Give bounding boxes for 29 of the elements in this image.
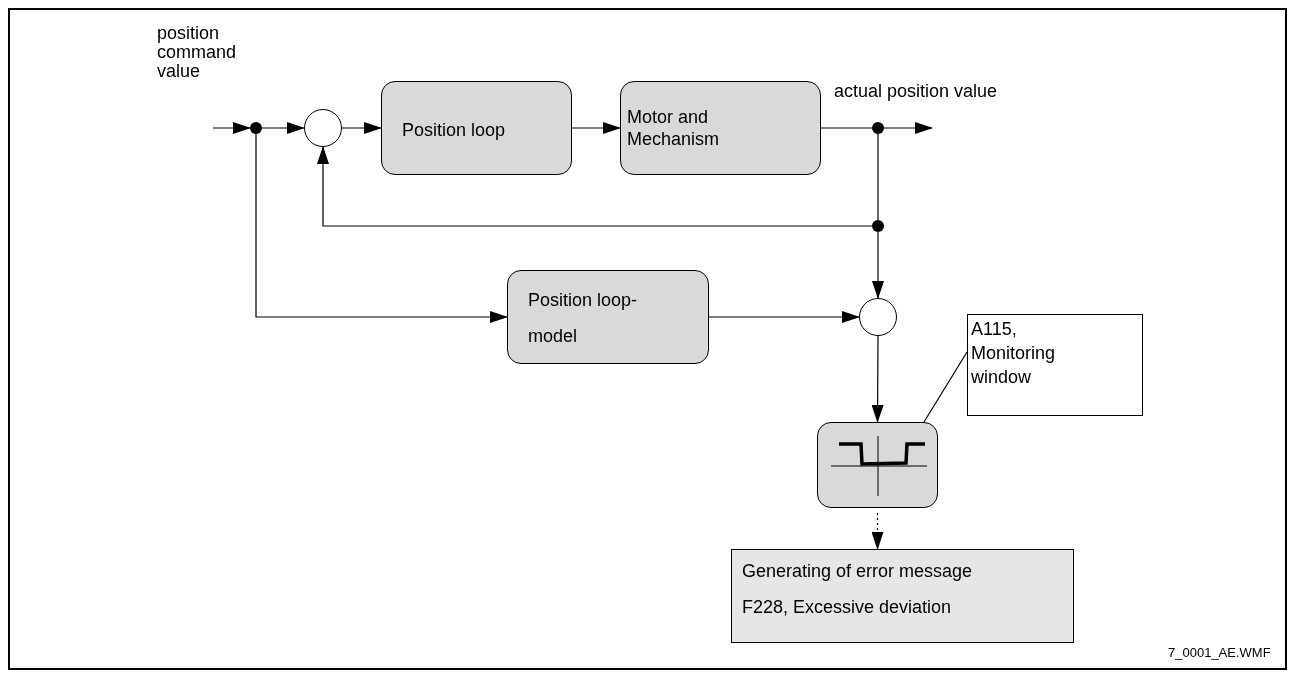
signal-label: position command value: [157, 24, 238, 81]
box-text: Position loop: [402, 119, 506, 141]
arrow: [871, 335, 884, 423]
connector-line: [877, 133, 879, 221]
arrow: [871, 512, 884, 550]
arrow: [708, 311, 860, 323]
note-box: [967, 314, 1143, 416]
box-text: Position loop-model: [528, 289, 639, 348]
file-name-label: 7_0001_AE.WMF: [1168, 645, 1271, 661]
arrow: [317, 146, 873, 227]
signal-label: actual position value: [834, 80, 998, 102]
box-text: F228, Excessive deviation: [742, 596, 953, 618]
arrow: [872, 231, 884, 299]
box-text: Motor and Mechanism: [627, 106, 721, 150]
leader-line: [923, 351, 968, 423]
process-box: [381, 81, 572, 175]
process-box: [507, 270, 709, 364]
arrow: [212, 122, 251, 134]
arrow: [571, 122, 621, 134]
connector-line: [820, 127, 873, 129]
arrow: [341, 122, 382, 134]
box-text: A115, Monitoring window: [971, 318, 1057, 389]
message-box: [731, 549, 1074, 643]
monitoring-box: [817, 422, 938, 508]
process-box: [620, 81, 821, 175]
box-text: Generating of error message: [742, 560, 974, 582]
arrow: [883, 122, 933, 134]
arrow: [261, 122, 305, 134]
arrow: [255, 133, 508, 323]
